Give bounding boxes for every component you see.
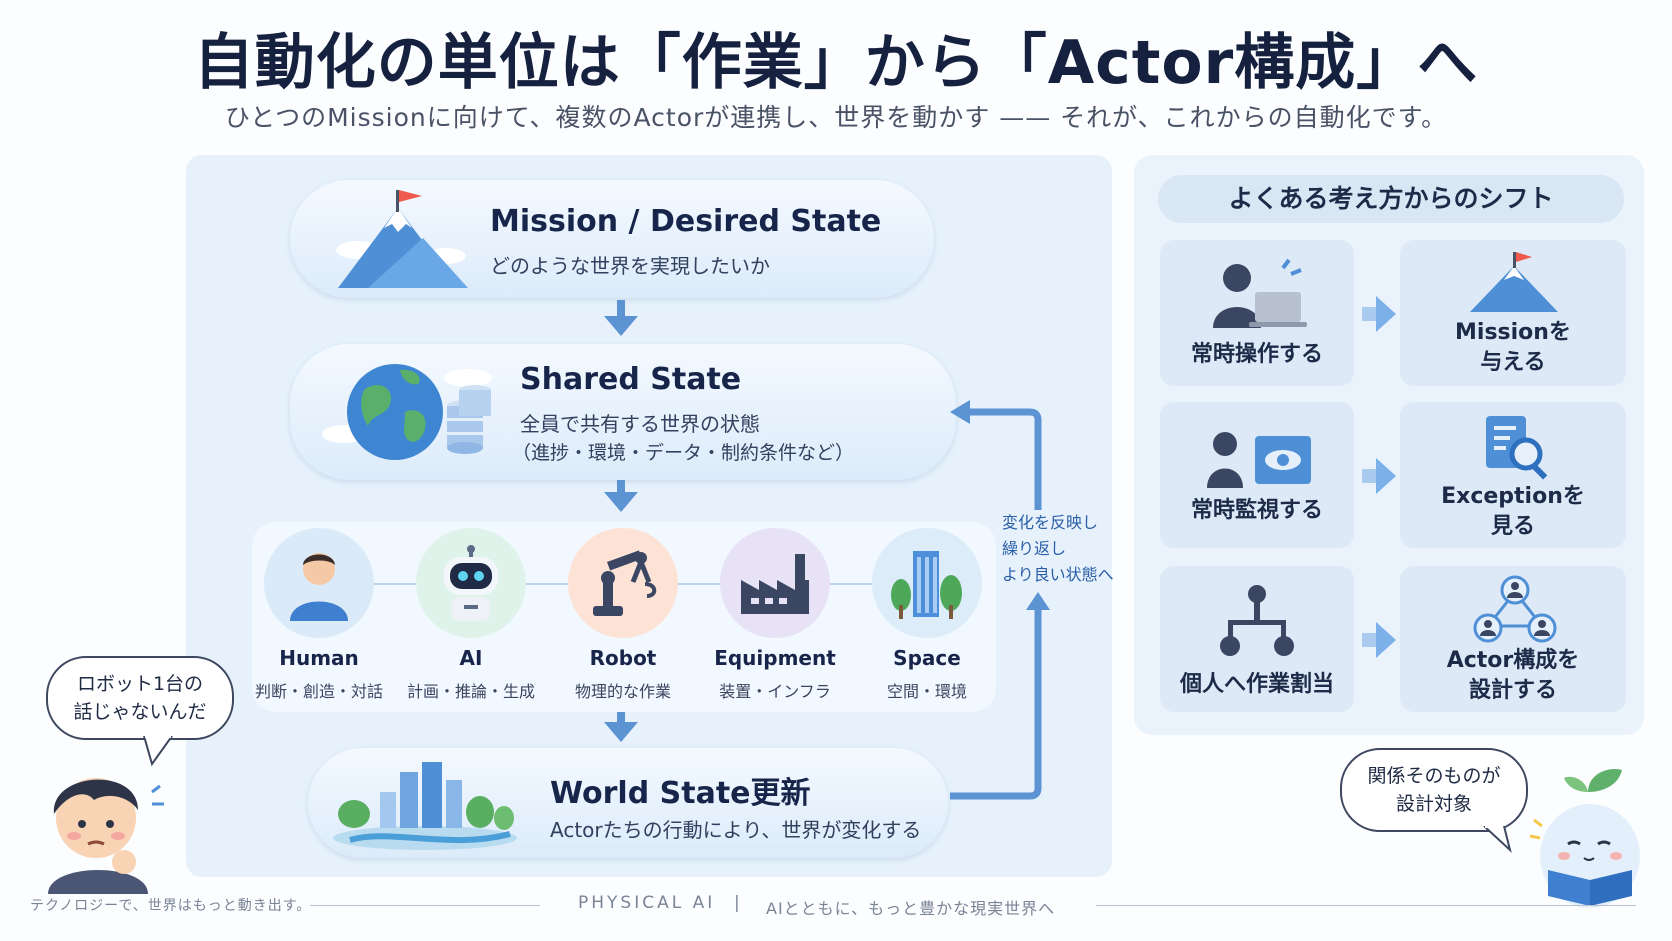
actor-name-equipment: Equipment [714,646,836,670]
world-state-title: World State更新 [550,776,811,811]
speech-left-line1: ロボット1台の [76,673,204,695]
thinking-boy-illustration [28,752,168,894]
document-search-icon [1482,414,1554,480]
globe-database-icon [320,354,500,470]
flow-arrow-3 [604,712,638,748]
person-eye-icon [1205,430,1313,490]
ai-circle [416,528,526,638]
actor-desc-human: 判断・創造・対話 [254,682,383,701]
shared-state-subtitle: 全員で共有する世界の状態 [520,412,760,436]
hierarchy-icon [1218,584,1296,658]
shift-to-card-2: Exceptionを 見る [1400,402,1626,548]
human-circle [264,528,374,638]
shift-from-card-1: 常時操作する [1160,240,1354,386]
person-laptop-icon [1205,258,1309,330]
footer-separator: | [734,893,741,913]
world-state-node: World State更新 Actorたちの行動により、世界が変化する [308,748,948,858]
footer-tagline-right: AIとともに、もっと豊かな現実世界へ [766,899,1056,918]
robot-circle [568,528,678,638]
flow-arrow-1 [604,300,638,344]
shift-header: よくある考え方からのシフト [1158,175,1624,223]
speech-tail-right [1480,824,1520,854]
flow-arrow-2 [604,480,638,520]
mascot-reading-illustration [1528,760,1652,910]
actor-equipment: Equipment 装置・インフラ [700,528,850,702]
space-circle [872,528,982,638]
network-icon [1470,574,1560,644]
actor-name-human: Human [279,646,359,670]
footer-divider-right [1096,905,1636,906]
speech-bubble-left: ロボット1台の 話じゃないんだ [46,656,234,740]
mission-title: Mission / Desired State [490,204,882,239]
shift-to-label-2a: Exceptionを [1441,484,1585,509]
mission-node: Mission / Desired State どのような世界を実現したいか [290,180,934,298]
actor-name-space: Space [893,646,961,670]
actor-name-ai: AI [459,646,483,670]
speech-left-line2: 話じゃないんだ [73,701,207,723]
shift-to-label-3a: Actor構成を [1446,648,1580,673]
robot-head-icon [444,545,498,621]
speech-bubble-right: 関係そのものが 設計対象 [1340,748,1528,832]
mountain-flag-small-icon [1468,252,1560,314]
shift-to-label-1a: Missionを [1455,320,1571,345]
landscape-city-icon [330,758,520,852]
actor-ai: AI 計画・推論・生成 [396,528,546,702]
loop-back-arrow [940,400,1060,810]
equipment-circle [720,528,830,638]
shift-to-label-2b: 見る [1490,514,1535,539]
loop-text-2: 繰り返し [1002,539,1067,558]
actor-desc-robot: 物理的な作業 [574,682,671,701]
shift-to-label-3b: 設計する [1468,678,1557,703]
shift-to-card-1: Missionを 与える [1400,240,1626,386]
page-subtitle: ひとつのMissionに向けて、複数のActorが連携し、世界を動かす —— そ… [224,103,1448,132]
speech-right-line1: 関係そのものが [1367,765,1501,787]
actor-desc-space: 空間・環境 [886,682,967,701]
footer-divider-left [310,905,540,906]
actor-desc-equipment: 装置・インフラ [719,682,831,701]
page-title: 自動化の単位は「作業」から「Actor構成」へ [193,28,1479,98]
shift-from-card-3: 個人へ作業割当 [1160,566,1354,712]
speech-tail-left [142,734,182,767]
shift-from-label-2: 常時監視する [1190,498,1323,523]
speech-right-line2: 設計対象 [1395,793,1472,815]
shift-to-label-1b: 与える [1480,350,1546,375]
footer-tagline-left: テクノロジーで、世界はもっと動き出す。 [30,898,312,914]
shift-from-label-1: 常時操作する [1190,342,1323,367]
shared-state-title: Shared State [520,362,742,397]
actor-human: Human 判断・創造・対話 [244,528,394,702]
actor-desc-ai: 計画・推論・生成 [406,682,535,701]
shift-from-card-2: 常時監視する [1160,402,1354,548]
shift-arrow-3 [1362,622,1396,658]
shift-arrow-1 [1362,296,1396,332]
mission-subtitle: どのような世界を実現したいか [490,254,770,278]
shared-state-node: Shared State 全員で共有する世界の状態 （進捗・環境・データ・制約条… [290,344,956,480]
human-icon [290,553,348,621]
shift-from-label-3: 個人へ作業割当 [1179,672,1334,697]
city-tree-icon [891,551,962,619]
shared-state-detail: （進捗・環境・データ・制約条件など） [512,442,855,464]
shift-arrow-2 [1362,458,1396,494]
shift-to-card-3: Actor構成を 設計する [1400,566,1626,712]
robot-arm-icon [593,550,657,616]
actor-robot: Robot 物理的な作業 [548,528,698,702]
footer-brand: PHYSICAL AI [578,893,716,913]
actor-space: Space 空間・環境 [852,528,1002,702]
factory-icon [741,554,809,614]
loop-text-1: 変化を反映し [1002,513,1099,532]
world-state-subtitle: Actorたちの行動により、世界が変化する [550,818,922,842]
mountain-flag-icon [328,190,468,290]
actor-name-robot: Robot [589,646,657,670]
loop-text-3: より良い状態へ [1002,565,1114,584]
